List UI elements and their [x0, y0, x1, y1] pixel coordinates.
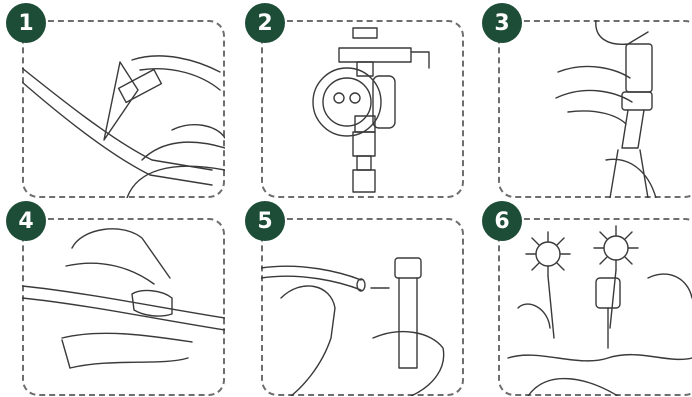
- watering-flowers-icon: [498, 218, 692, 396]
- punching-hose-icon: [22, 218, 225, 396]
- step-1-badge: 1: [6, 3, 46, 43]
- step-number: 5: [257, 209, 272, 234]
- step-4-badge: 4: [6, 201, 46, 241]
- step-number: 2: [257, 11, 272, 36]
- step-6-badge: 6: [482, 201, 522, 241]
- cutting-hose-icon: [22, 20, 225, 198]
- step-2-badge: 2: [245, 3, 285, 43]
- hand-tightening-connector-icon: [498, 20, 692, 198]
- water-timer-on-faucet-icon: [261, 20, 464, 198]
- step-5-badge: 5: [245, 201, 285, 241]
- step-number: 3: [494, 11, 509, 36]
- step-number: 6: [494, 209, 509, 234]
- step-number: 4: [18, 209, 33, 234]
- step-number: 1: [18, 11, 33, 36]
- inserting-tube-icon: [261, 218, 464, 396]
- step-3-badge: 3: [482, 3, 522, 43]
